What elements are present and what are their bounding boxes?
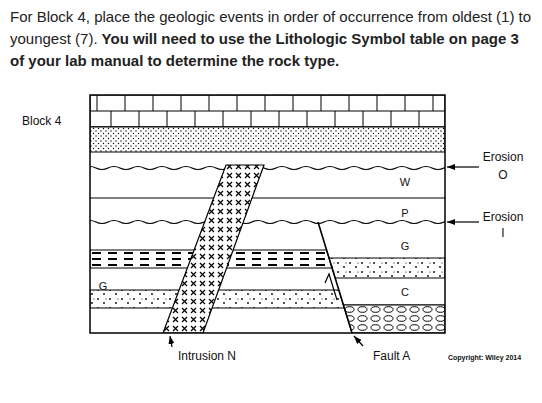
fault-line	[318, 222, 352, 333]
fault-label: Fault A	[373, 350, 410, 362]
block-background	[90, 95, 445, 333]
intrusion-label: Intrusion N	[178, 350, 236, 362]
event-letter: O	[498, 169, 507, 181]
unconformity-line	[90, 221, 445, 224]
sandstone-layer	[90, 127, 445, 152]
layer-letter: G	[401, 241, 410, 252]
conglomerate-layer	[343, 305, 445, 333]
leader-arrow	[170, 336, 172, 347]
fault-motion-arrow	[325, 274, 337, 300]
block-border	[90, 95, 445, 333]
copyright-note: Copyright: Wiley 2014	[448, 354, 521, 361]
sandstone-layer	[329, 258, 445, 278]
leader-arrow	[354, 336, 363, 346]
event-letter: I	[501, 227, 504, 239]
layer-letter: G	[99, 281, 108, 292]
layer-boundary	[90, 198, 445, 199]
erosion-arrow	[447, 221, 479, 222]
layer-letter: P	[401, 208, 408, 219]
question-text: For Block 4, place the geologic events i…	[10, 6, 532, 72]
block-label: Block 4	[22, 115, 61, 127]
erosion-label: Erosion	[483, 151, 524, 163]
limestone-layer	[90, 95, 445, 127]
layer-letter: C	[401, 287, 409, 298]
intrusion-body	[163, 165, 264, 333]
layer-letter: W	[400, 177, 410, 188]
erosion-arrow	[447, 166, 479, 167]
unconformity-line	[90, 167, 445, 170]
erosion-label: Erosion	[483, 211, 524, 223]
